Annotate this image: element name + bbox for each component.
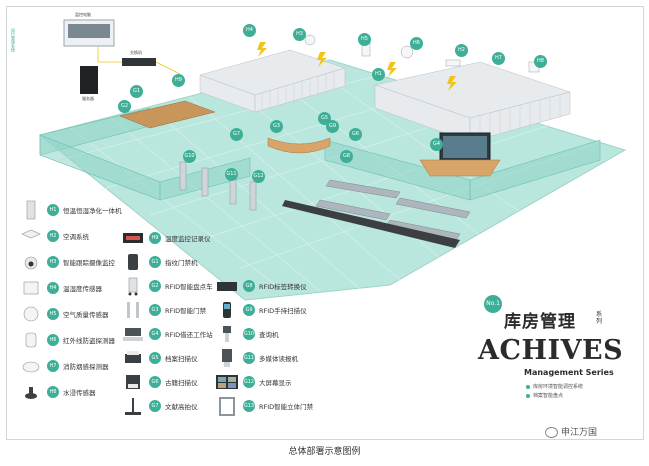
security-gate-icon <box>219 397 235 416</box>
series-brand: No.1 库房管理 系列 ACHIVES Management Series 库… <box>474 295 624 415</box>
handheld-scanner-icon <box>223 302 231 318</box>
document-camera-icon <box>125 398 141 415</box>
scene-tag: H4 <box>243 24 256 37</box>
scanner-icon <box>125 351 141 363</box>
scene-tag: G2 <box>118 100 131 113</box>
scene-tag: H8 <box>534 55 547 68</box>
scene-tag: H2 <box>455 44 468 57</box>
server-rack <box>80 66 98 94</box>
series-title-en: ACHIVES <box>478 335 624 366</box>
switch-label: 交换机 <box>130 50 142 55</box>
network-switch <box>122 58 156 66</box>
reading-benches <box>315 179 471 241</box>
th-sensor-icon <box>23 281 39 295</box>
monitor-pc-label: 监控电脑 <box>75 12 91 17</box>
scene-tag: G7 <box>230 128 243 141</box>
kiosk-icon <box>223 326 231 342</box>
meeting-table <box>119 100 216 129</box>
infrared-detector-icon <box>25 332 37 348</box>
rfid-gate-icon <box>127 302 139 318</box>
scene-tag: G10 <box>183 150 196 163</box>
shelving-left <box>199 49 346 113</box>
server-label: 服务器 <box>82 96 94 101</box>
reading-counter <box>282 200 460 248</box>
series-number-badge: No.1 <box>484 295 502 313</box>
watermark: 申江万国 <box>545 425 597 438</box>
series-title-cn: 库房管理 <box>504 312 576 332</box>
water-sensor-icon <box>25 387 37 399</box>
device-legend: H1 恒温恒湿净化一体机 H2 空调系统 H3 智能跟踪摄像监控 H4 温湿度传… <box>18 200 318 426</box>
scene-tag: G6 <box>349 128 362 141</box>
bullet-icon <box>526 384 530 389</box>
operator-desk <box>419 159 501 177</box>
series-subtitle-en: Management Series <box>524 368 614 377</box>
smoke-detector-icon <box>22 361 40 373</box>
ceiling-ac-icon <box>21 229 41 239</box>
newspaper-reader-icon <box>222 349 232 367</box>
temp-recorder-icon <box>123 233 143 243</box>
scene-tag: G9 <box>326 120 339 133</box>
scene-tag: G12 <box>252 170 265 183</box>
book-scanner-icon <box>126 375 140 389</box>
video-wall-icon <box>216 375 238 389</box>
scene-tag: H6 <box>410 37 423 50</box>
system-side-label: 运行管理系统 <box>11 28 16 52</box>
scene-tag: H5 <box>358 33 371 46</box>
shelving-left-dividers <box>261 71 335 110</box>
figure-caption: 总体部署示意图例 <box>288 447 361 457</box>
workstation-icon <box>123 328 143 341</box>
dome-camera-icon <box>24 256 38 270</box>
scene-tag: H7 <box>492 52 505 65</box>
scene-tag: H9 <box>172 74 185 87</box>
wechat-icon <box>545 427 558 438</box>
scene-tag: H3 <box>293 28 306 41</box>
bullet-icon <box>526 393 530 398</box>
series-label-cn: 系列 <box>596 311 603 325</box>
scene-tag: G1 <box>130 85 143 98</box>
tag-converter-icon <box>217 282 237 291</box>
shelving-right-dividers <box>479 95 561 139</box>
series-feature: 档案智能盘点 <box>526 392 563 399</box>
reception-desk <box>267 137 331 154</box>
inventory-cart-icon <box>128 277 138 296</box>
purifier-cabinet-icon <box>26 200 36 220</box>
series-feature: 库房环境智能调控系统 <box>526 383 583 390</box>
scene-tag: G11 <box>225 168 238 181</box>
fingerprint-reader-icon <box>128 254 138 270</box>
network-cables <box>97 47 181 75</box>
scene-tag: G3 <box>270 120 283 133</box>
air-sensor-icon <box>23 306 39 322</box>
scene-tag: G4 <box>430 138 443 151</box>
scene-tag: H1 <box>372 68 385 81</box>
wall-devices <box>304 34 540 73</box>
scene-tag: G8 <box>340 150 353 163</box>
wireless-signal-marks <box>257 42 457 91</box>
